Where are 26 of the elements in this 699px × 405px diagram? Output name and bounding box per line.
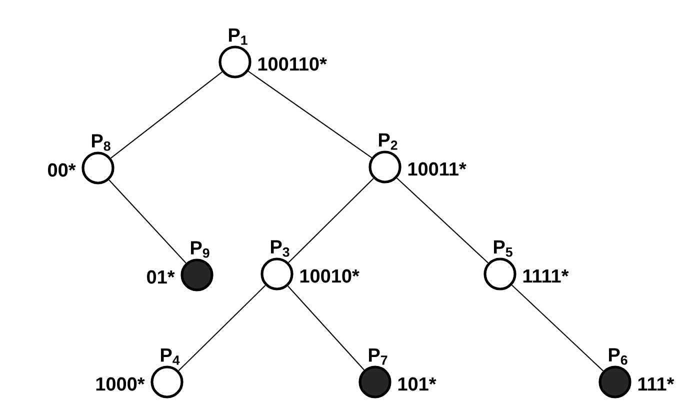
node-label: P$_{4}$ <box>161 348 180 365</box>
code-label: 10011* <box>408 162 466 176</box>
node-label: P$_{2}$ <box>379 133 398 150</box>
code-label: 1111* <box>523 269 569 283</box>
connector-line <box>288 178 374 263</box>
connector-line <box>396 178 488 264</box>
connector-line <box>108 180 186 264</box>
code-label: 00* <box>48 163 76 177</box>
connector-line <box>248 70 372 158</box>
connector-line <box>288 286 364 370</box>
code-label: 10010* <box>300 269 360 283</box>
connector-line <box>178 285 266 371</box>
node-label: P$_{3}$ <box>271 240 290 257</box>
node-label: P$_{9}$ <box>191 241 210 258</box>
code-label: 01* <box>147 270 175 284</box>
code-label: 100110* <box>258 57 327 71</box>
node-label: P$_{6}$ <box>609 348 628 365</box>
node-label: P$_{1}$ <box>229 28 248 45</box>
code-label: 1000* <box>96 377 145 391</box>
node-label: P$_{7}$ <box>369 348 388 365</box>
connector-line <box>110 72 222 158</box>
code-label: 101* <box>398 377 436 391</box>
code-label: 111* <box>638 377 674 391</box>
connector-line <box>512 284 604 372</box>
node-label: P$_{8}$ <box>92 134 110 151</box>
node-label: P$_{5}$ <box>494 240 512 257</box>
